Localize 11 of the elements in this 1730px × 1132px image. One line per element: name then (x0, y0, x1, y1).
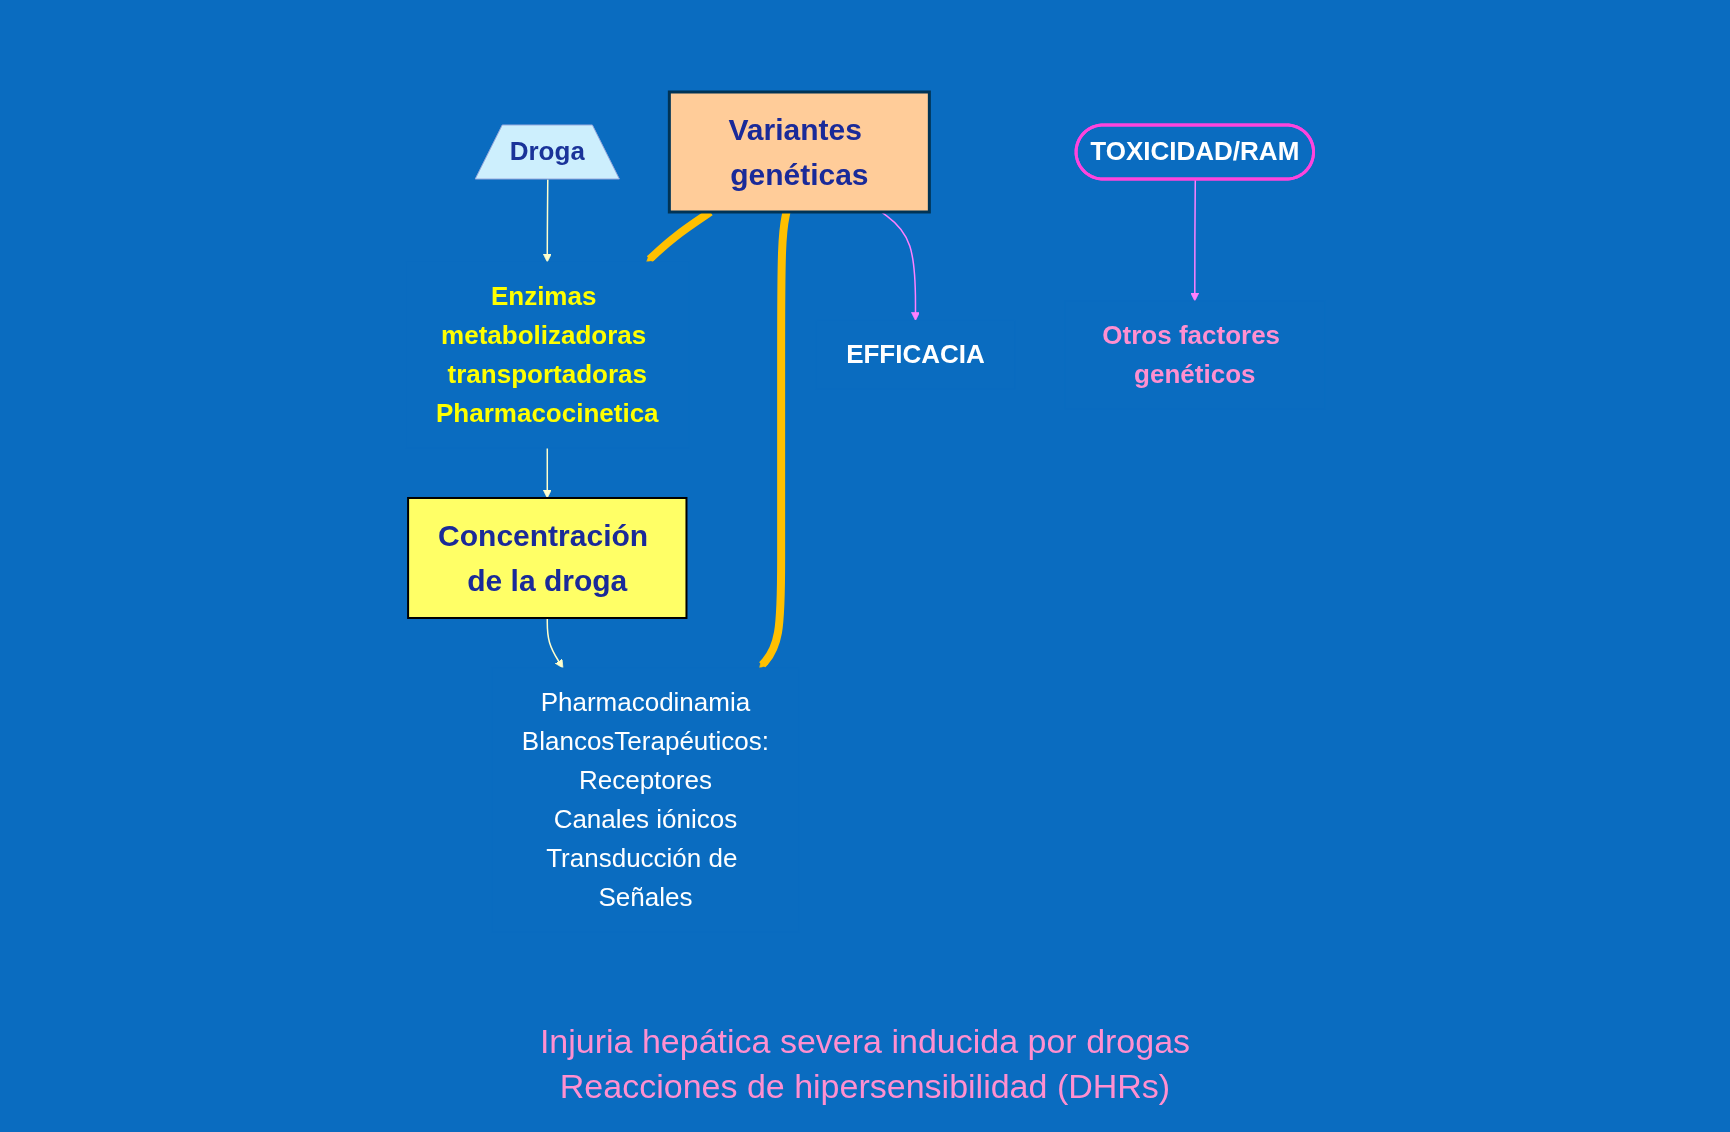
arrow (546, 617, 563, 669)
node-box: Variantes genéticas (667, 90, 931, 214)
arrow (542, 447, 552, 499)
arrow (542, 178, 552, 263)
node-box: Concentración de la droga (406, 497, 688, 619)
node-text: Pharmacodinamia BlancosTerapéuticos: Receptores Canales iónicos Transducción de Señales (521, 686, 769, 912)
node-text: Otros factores genéticos (1101, 320, 1280, 389)
note-text: Injuria hepática severa inducida por drogas (539, 1022, 1191, 1061)
note-text: Reacciones de hipersensibilidad (DHRs) (559, 1067, 1171, 1106)
node-text: Enzimas metabolizadoras transportadoras Pharmacocinetica (435, 281, 659, 428)
node-text: EFFICACIA (845, 339, 985, 370)
